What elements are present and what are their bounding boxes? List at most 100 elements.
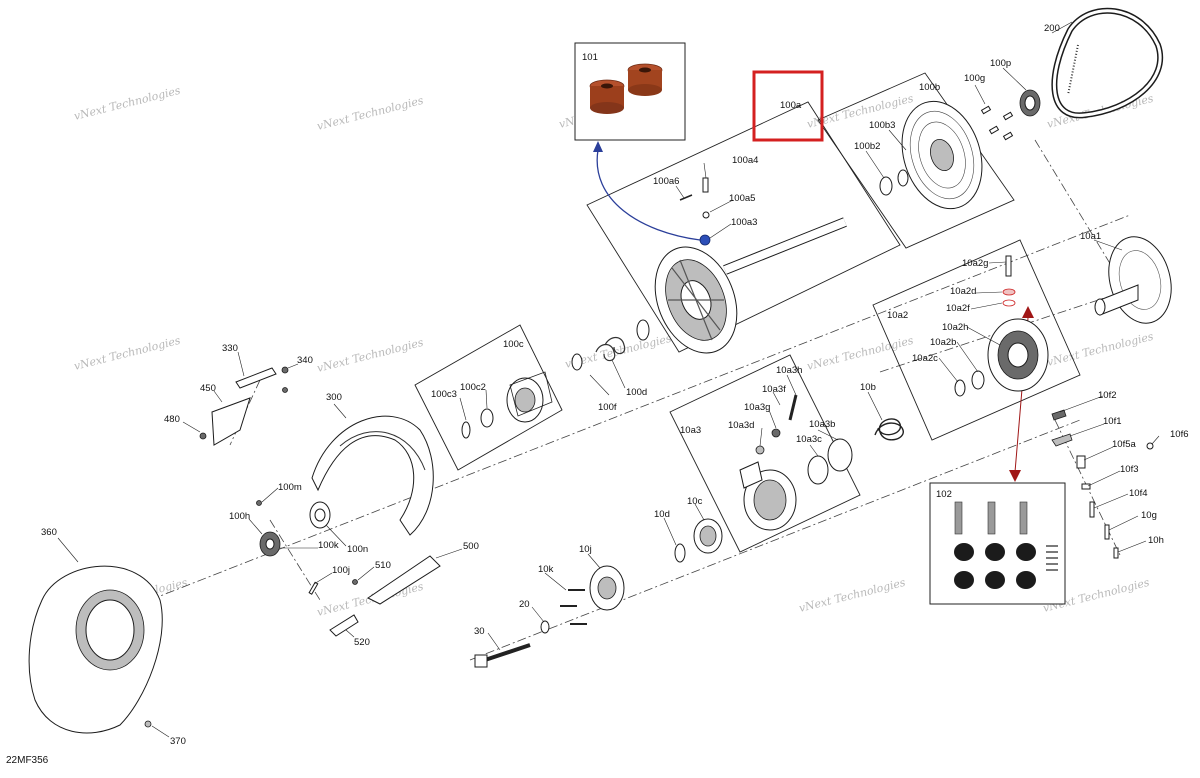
watermark-text: vNext Technologies [1046,330,1156,369]
callout-450[interactable]: 450 [200,383,216,394]
part-330-bracket [235,366,289,393]
callout-10b[interactable]: 10b [860,382,876,393]
callout-10k[interactable]: 10k [538,564,554,575]
part-500-bracket [329,555,441,637]
callout-10a2g[interactable]: 10a2g [962,258,988,269]
callout-100b2[interactable]: 100b2 [854,141,880,152]
callout-10a3f[interactable]: 10a3f [762,384,786,395]
callout-100c3[interactable]: 100c3 [431,389,457,400]
callout-10a2[interactable]: 10a2 [887,310,908,321]
callout-101: 101 [582,52,598,63]
frame-10a3 [669,354,861,553]
callout-500[interactable]: 500 [463,541,479,552]
callout-30[interactable]: 30 [474,626,485,637]
part-30-bolt [474,643,531,668]
frame-100a [586,101,901,353]
callout-10f1[interactable]: 10f1 [1103,416,1122,427]
reference-arrow-blue [596,149,701,241]
callout-10a2b[interactable]: 10a2b [930,337,956,348]
callout-100a[interactable]: 100a [780,100,802,111]
part-10a2-cam-housing [954,255,1049,397]
part-100c-spider [461,319,650,439]
callout-10h[interactable]: 10h [1148,535,1164,546]
callout-100c[interactable]: 100c [503,339,524,350]
callout-340[interactable]: 340 [297,355,313,366]
part-20-washer [540,620,550,634]
callout-10a3b[interactable]: 10a3b [809,419,835,430]
callout-330[interactable]: 330 [222,343,238,354]
part-10f-pins [1051,409,1154,559]
detail-box-101: 101 [574,42,686,141]
callout-100b[interactable]: 100b [919,82,940,93]
callout-100d[interactable]: 100d [626,387,647,398]
part-100a-drive-sheave [654,177,847,354]
frame-10a2 [872,239,1081,441]
callout-300[interactable]: 300 [326,392,342,403]
callout-10a3c[interactable]: 10a3c [796,434,822,445]
callout-100c2[interactable]: 100c2 [460,382,486,393]
callout-20[interactable]: 20 [519,599,530,610]
part-360-housing [28,565,163,734]
callout-100f[interactable]: 100f [598,402,617,413]
callout-10a3h[interactable]: 10a3h [776,365,802,376]
callout-10g[interactable]: 10g [1141,510,1157,521]
part-10a1-sheave [1094,236,1172,324]
callout-100a5[interactable]: 100a5 [729,193,755,204]
watermark-text: vNext Technologies [316,94,426,133]
callout-200[interactable]: 200 [1044,23,1060,34]
callout-10f6[interactable]: 10f6 [1170,429,1189,440]
callout-10f5a[interactable]: 10f5a [1112,439,1136,450]
watermark-text: vNext Technologies [316,336,426,375]
callout-480[interactable]: 480 [164,414,180,425]
callout-100a3[interactable]: 100a3 [731,217,757,228]
frame-100b [817,72,1015,249]
callout-100b3[interactable]: 100b3 [869,120,895,131]
callout-10j[interactable]: 10j [579,544,592,555]
watermark-text: vNext Technologies [73,334,183,373]
highlight-box-100a[interactable] [752,70,824,142]
part-300-guard [311,415,434,536]
callout-10a3g[interactable]: 10a3g [744,402,770,413]
callout-10a2d[interactable]: 10a2d [950,286,976,297]
leader-lines [57,21,1160,738]
callout-10a3d[interactable]: 10a3d [728,420,754,431]
callout-100p[interactable]: 100p [990,58,1011,69]
callout-360[interactable]: 360 [41,527,57,538]
callout-100g[interactable]: 100g [964,73,985,84]
detail-box-102: 102 [929,482,1066,605]
callout-100j[interactable]: 100j [332,565,350,576]
callout-100n[interactable]: 100n [347,544,368,555]
callout-labels: 100a 100a4 100a6 100a5 100a3 100b 100b3 … [41,23,1189,747]
callout-10f4[interactable]: 10f4 [1129,488,1148,499]
callout-520[interactable]: 520 [354,637,370,648]
part-10a3-cam [739,394,853,531]
callout-10a1[interactable]: 10a1 [1080,231,1101,242]
part-10j-flange [560,565,625,625]
watermark-text: vNext Technologies [73,84,183,123]
callout-370[interactable]: 370 [170,736,186,747]
diagram-code: 22MF356 [6,755,49,766]
callout-100a6[interactable]: 100a6 [653,176,679,187]
callout-10f3[interactable]: 10f3 [1120,464,1139,475]
callout-100h[interactable]: 100h [229,511,250,522]
watermark-text: vNext Technologies [798,576,908,615]
part-100b-sheave [879,100,1014,210]
callout-10a2f[interactable]: 10a2f [946,303,970,314]
group-frames [414,72,1081,553]
callout-10f2[interactable]: 10f2 [1098,390,1117,401]
callout-10c[interactable]: 10c [687,496,703,507]
watermark-text: vNext Technologies [806,334,916,373]
part-100h-nut [256,500,319,595]
frame-100c [414,324,563,471]
callout-510[interactable]: 510 [375,560,391,571]
callout-102: 102 [936,489,952,500]
part-450-bracket [199,397,251,446]
callout-10a2c[interactable]: 10a2c [912,353,938,364]
callout-100a4[interactable]: 100a4 [732,155,758,166]
callout-100m[interactable]: 100m [278,482,302,493]
callout-10d[interactable]: 10d [654,509,670,520]
callout-10a2h[interactable]: 10a2h [942,322,968,333]
callout-100k[interactable]: 100k [318,540,339,551]
callout-10a3[interactable]: 10a3 [680,425,701,436]
